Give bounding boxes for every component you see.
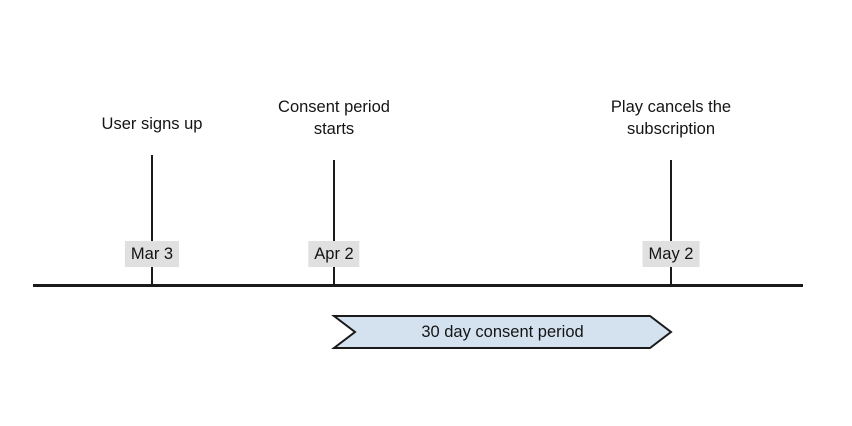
event-tick-consent-start [333, 160, 335, 286]
banner-arrow-shape [333, 315, 672, 349]
event-tick-signup [151, 155, 153, 286]
event-annotation-play-cancels: Play cancels the subscription [611, 96, 731, 140]
event-tick-play-cancels [670, 160, 672, 286]
timeline-axis [33, 284, 803, 287]
event-annotation-line: subscription [626, 120, 716, 138]
consent-period-banner: 30 day consent period [333, 315, 672, 349]
event-date-chip-consent-start: Apr 2 [308, 241, 360, 267]
event-annotation-line: Consent period [278, 98, 390, 116]
event-date-chip-play-cancels: May 2 [642, 241, 700, 267]
event-annotation-line: starts [313, 120, 355, 138]
event-annotation-line: User signs up [101, 115, 203, 133]
event-annotation-signup: User signs up [102, 113, 203, 135]
event-annotation-consent-start: Consent period starts [278, 96, 390, 140]
event-date-chip-signup: Mar 3 [124, 241, 180, 267]
event-annotation-line: Play cancels the [610, 98, 732, 116]
